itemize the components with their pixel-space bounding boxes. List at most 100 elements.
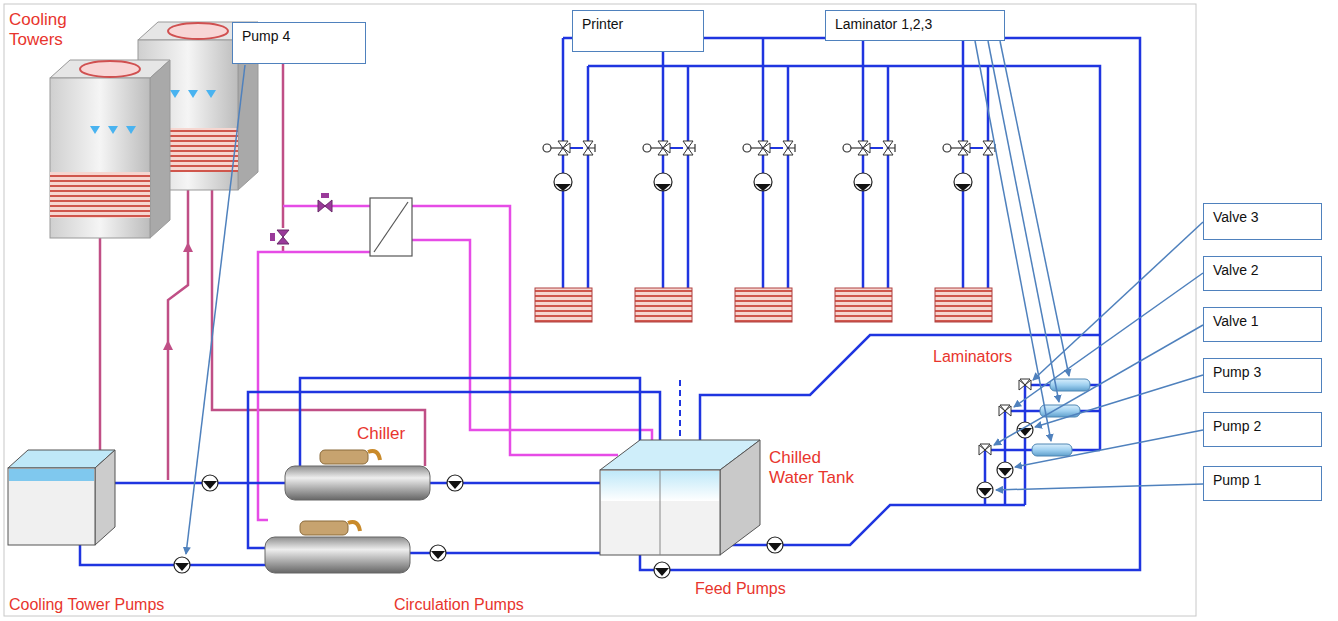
pump-symbol (977, 482, 993, 498)
callout-text: Pump 3 (1213, 364, 1261, 381)
callout-box: Pump 3 (1203, 358, 1322, 393)
leader-line (996, 484, 1203, 490)
chiller (368, 451, 380, 460)
chiller (300, 521, 348, 535)
tower-basin (8, 468, 95, 545)
leader-line (1015, 430, 1203, 467)
callout-box: Valve 3 (1203, 203, 1322, 240)
callout-text: Pump 4 (242, 28, 290, 45)
chilled-water-pipes (80, 38, 1140, 570)
chiller (320, 450, 368, 464)
chilled-water-pipes (80, 545, 265, 565)
control-valve (277, 230, 289, 244)
printer-unit (935, 38, 995, 322)
part-label: Laminators (932, 348, 1013, 366)
leader-line (186, 65, 245, 554)
pump-symbol (447, 475, 463, 491)
control-valve (270, 193, 332, 244)
three-way-valve (979, 379, 1031, 455)
cooling-tower (50, 60, 170, 238)
flow-arrow (163, 340, 173, 350)
chilled-water-pipes (563, 38, 1140, 570)
leader-line (1035, 375, 1203, 427)
callout-text: Pump 1 (1213, 472, 1261, 489)
laminator (1032, 444, 1072, 456)
leader-line (1033, 222, 1203, 380)
chilled-water-pipes (248, 392, 660, 548)
callout-box: Printer (572, 10, 704, 52)
chilled-water-tank (660, 470, 661, 555)
cooling-tower (50, 60, 170, 78)
cooling-tower (168, 23, 228, 39)
control-valve (321, 193, 329, 198)
callout-text: Valve 2 (1213, 262, 1259, 279)
tower-basin (9, 469, 94, 481)
chiller (285, 466, 430, 500)
callout-box: Laminator 1,2,3 (825, 10, 1005, 41)
leader-line (1014, 273, 1203, 407)
part-label: Chiller (356, 424, 406, 444)
dashed-pipe (679, 380, 681, 440)
pump-symbol (767, 537, 783, 553)
callout-text: Valve 3 (1213, 209, 1259, 226)
three-way-valve (1019, 379, 1031, 390)
cooling-tower (90, 126, 136, 134)
cooling-tower (170, 90, 216, 98)
chilled-water-tank (600, 470, 720, 555)
callout-box: Pump 4 (232, 22, 366, 64)
control-valve (270, 233, 275, 241)
pump-symbol (430, 545, 446, 561)
chilled-water-pipes (700, 335, 1100, 445)
part-label: Circulation Pumps (393, 596, 525, 614)
callout-box: Valve 2 (1203, 256, 1322, 291)
part-label: Chilled Water Tank (768, 448, 864, 487)
chiller (348, 522, 360, 531)
pump-symbol (202, 475, 218, 491)
exchanger-pipes (412, 240, 652, 446)
heat-exchanger (374, 202, 408, 252)
cooling-tower (50, 172, 150, 218)
cooling-tower (150, 60, 170, 238)
leader-line (1000, 41, 1069, 376)
exchanger-pipes (258, 206, 652, 520)
pump-symbol (174, 557, 190, 573)
callout-box: Valve 1 (1203, 307, 1322, 342)
tower-basin (95, 450, 115, 545)
printer-unit (735, 38, 795, 322)
control-valve (318, 200, 332, 212)
pump-symbol (654, 562, 670, 578)
printer-unit (535, 38, 595, 322)
callout-box: Pump 1 (1203, 466, 1322, 501)
callout-box: Pump 2 (1203, 412, 1322, 447)
leader-line (994, 325, 1203, 445)
heat-exchanger (370, 198, 412, 256)
printer-unit (635, 38, 695, 322)
frame (4, 4, 1196, 616)
cooling-tower (50, 78, 150, 238)
chilled-water-pipes (720, 505, 1025, 545)
pump-symbol (997, 462, 1013, 478)
condenser-pipes (212, 190, 425, 466)
callout-text: Printer (582, 16, 623, 33)
callout-text: Valve 1 (1213, 313, 1259, 330)
cooling-tower (80, 61, 140, 77)
chilled-water-tank (600, 440, 760, 555)
part-label: Cooling Towers (8, 10, 82, 49)
printer-unit (835, 38, 895, 322)
part-label: Cooling Tower Pumps (8, 596, 165, 614)
condenser-pipes (168, 190, 188, 480)
chiller (265, 450, 430, 573)
condenser-pipes (99, 238, 102, 450)
three-way-valve (999, 405, 1011, 416)
callout-text: Pump 2 (1213, 418, 1261, 435)
chilled-water-pipes (588, 66, 1100, 450)
chiller (265, 537, 410, 573)
part-label: Feed Pumps (694, 580, 787, 598)
flow-arrow (183, 242, 193, 252)
leader-line (186, 41, 1203, 554)
callout-text: Laminator 1,2,3 (835, 16, 932, 33)
three-way-valve (979, 444, 991, 455)
